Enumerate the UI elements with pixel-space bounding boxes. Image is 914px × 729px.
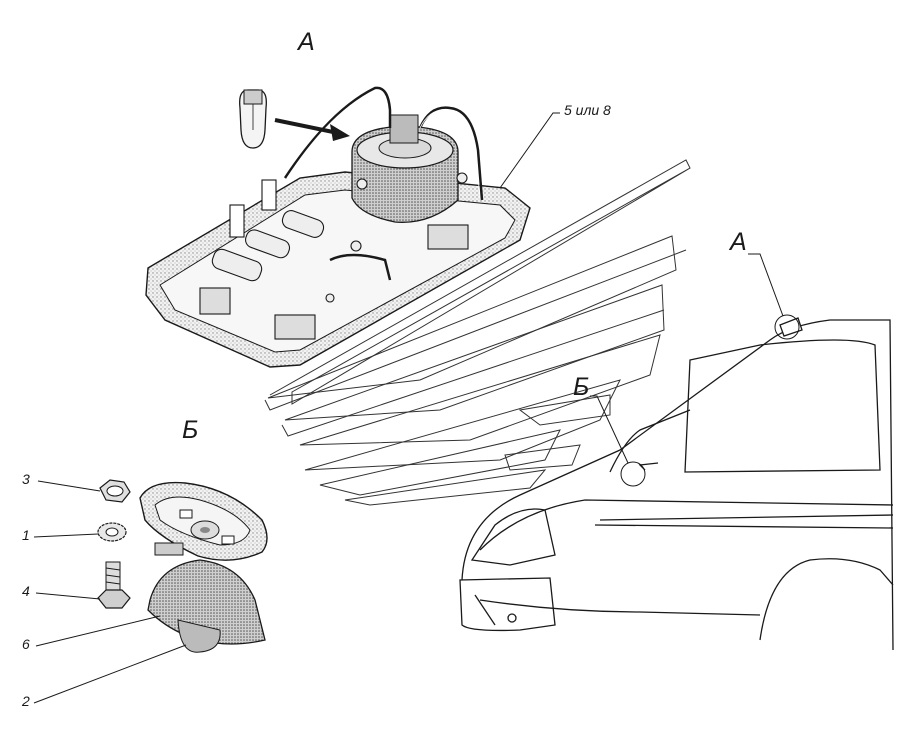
insert-arrow-icon — [274, 118, 350, 141]
leaders-detail-b — [33, 480, 187, 704]
repeater-bulb — [177, 619, 221, 653]
bulb-icon — [239, 89, 267, 149]
marker-leader-a — [748, 253, 784, 317]
lock-washer-icon — [97, 522, 127, 542]
callout-6: 6 — [22, 636, 30, 652]
marker-leader-b — [590, 395, 629, 464]
car-marker-b: Б — [573, 373, 590, 401]
callout-1: 1 — [22, 527, 30, 543]
lamp-housing-detail-a — [145, 86, 531, 368]
callout-5-or-8: 5 или 8 — [564, 102, 611, 118]
detail-b-title: Б — [182, 416, 199, 444]
leader-part-5-or-8 — [499, 112, 560, 189]
lamp-wire-left — [283, 86, 392, 179]
car-marker-a: А — [730, 228, 747, 256]
background-chevrons — [264, 159, 691, 506]
callout-3: 3 — [22, 471, 30, 487]
bolt-icon — [97, 561, 131, 609]
van-cab-outline — [459, 317, 894, 651]
fuse-components — [199, 172, 469, 340]
marker-circle-a — [774, 314, 800, 340]
nut-icon — [99, 479, 131, 503]
callout-4: 4 — [22, 583, 30, 599]
detail-a-title: А — [298, 28, 315, 56]
callout-2: 2 — [22, 693, 30, 709]
lamp-wire-right — [418, 106, 484, 201]
side-repeater-detail-b — [97, 479, 268, 653]
marker-circle-b — [620, 461, 646, 487]
